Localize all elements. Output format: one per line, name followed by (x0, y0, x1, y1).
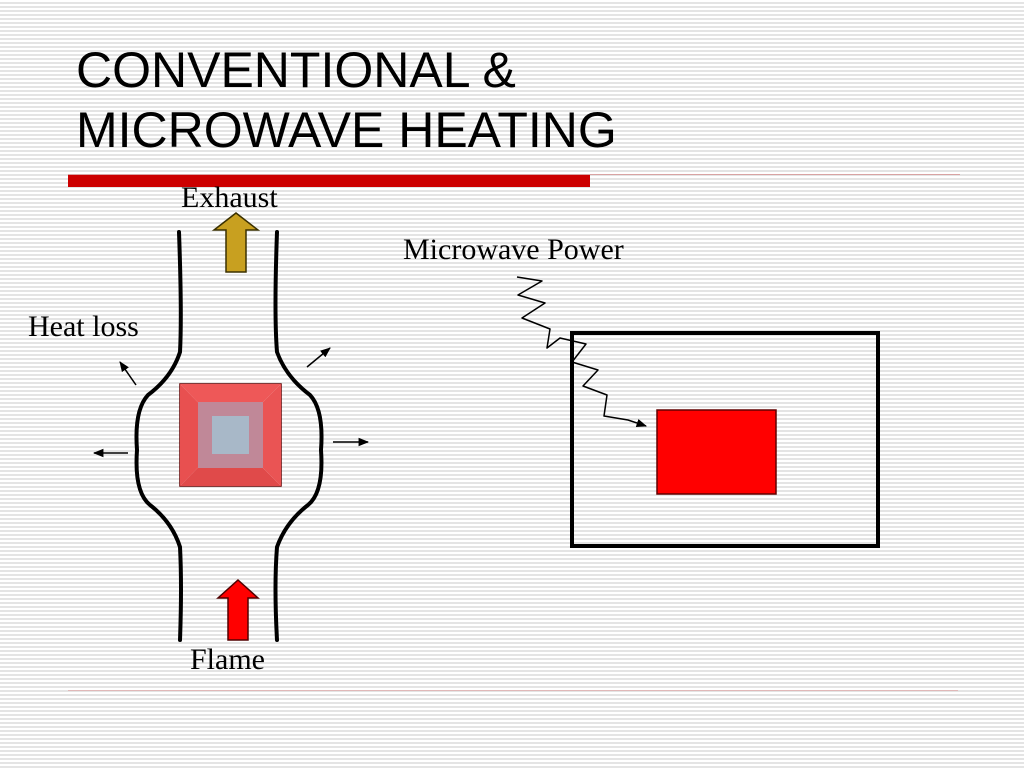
slide-title-line-2: MICROWAVE HEATING (76, 102, 617, 158)
exhaust-arrow-icon (211, 212, 261, 273)
slide-title: CONVENTIONAL & MICROWAVE HEATING (76, 40, 956, 160)
slide-title-line-1: CONVENTIONAL & (76, 42, 516, 98)
heat-loss-arrow-icon (306, 347, 331, 368)
footer-divider (68, 690, 958, 691)
furnace-right-wall (273, 230, 324, 642)
exhaust-label: Exhaust (181, 181, 278, 214)
conventional-sample (179, 383, 282, 487)
title-underline-thin (68, 174, 960, 175)
title-underline-accent-bar (68, 175, 590, 187)
microwave-power-label: Microwave Power (403, 233, 624, 266)
microwave-wave-icon (516, 276, 647, 427)
microwave-cavity (570, 331, 880, 548)
flame-label: Flame (190, 643, 265, 676)
microwave-sample (656, 409, 777, 495)
flame-arrow-icon (216, 578, 260, 641)
furnace-left-wall (134, 230, 183, 642)
heat-loss-arrow-icon (119, 361, 137, 386)
heat-loss-label: Heat loss (28, 310, 139, 343)
